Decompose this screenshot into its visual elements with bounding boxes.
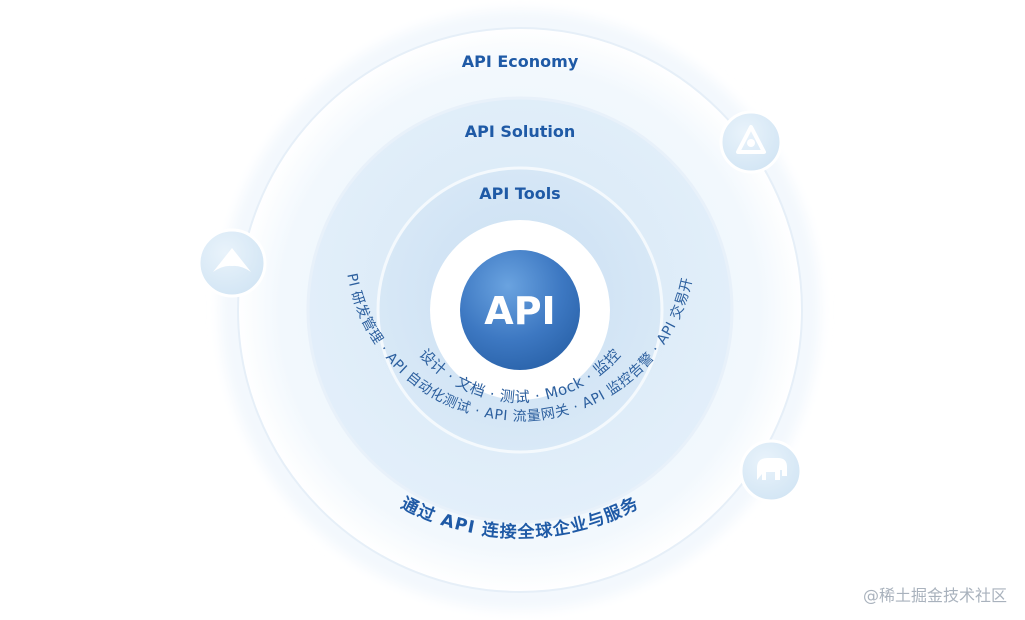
core-label: API xyxy=(484,289,555,333)
outer-ring-label: API Economy xyxy=(462,52,579,71)
cloud-peak-icon xyxy=(197,228,267,298)
inner-ring-label: API Tools xyxy=(479,184,560,203)
watermark: @稀土掘金技术社区 xyxy=(862,586,1007,605)
triangle-logo-icon xyxy=(719,110,783,174)
middle-ring-label: API Solution xyxy=(465,122,576,141)
elephant-icon xyxy=(739,439,803,503)
core-circle xyxy=(460,250,580,370)
